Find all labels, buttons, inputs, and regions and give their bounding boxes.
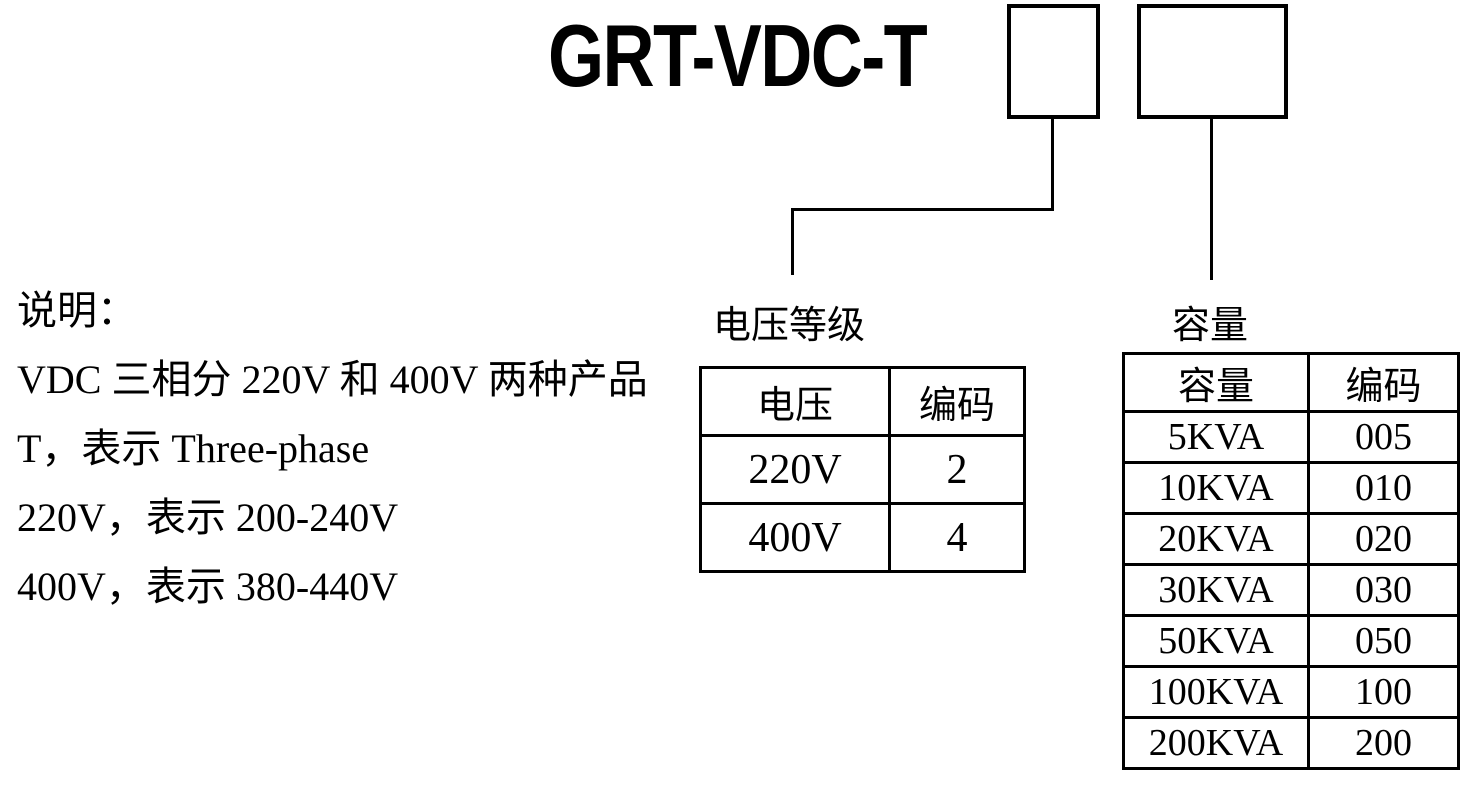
notes-line: 220V，表示 200-240V — [17, 495, 399, 540]
table-cell: 010 — [1307, 461, 1460, 515]
table-header-cell: 电压 — [699, 366, 891, 437]
table-cell: 4 — [888, 502, 1026, 573]
table-cell: 100KVA — [1122, 665, 1310, 719]
table-cell: 030 — [1307, 563, 1460, 617]
table-cell: 050 — [1307, 614, 1460, 668]
voltage-connector-horizontal — [791, 208, 1054, 211]
notes-block: 说明： VDC 三相分 220V 和 400V 两种产品 T，表示 Three-… — [17, 276, 648, 621]
capacity-code-box — [1137, 4, 1288, 119]
table-cell: 020 — [1307, 512, 1460, 566]
table-header-cell: 容量 — [1122, 352, 1310, 413]
table-cell: 50KVA — [1122, 614, 1310, 668]
notes-line: VDC 三相分 220V 和 400V 两种产品 — [17, 357, 648, 402]
notes-line: 400V，表示 380-440V — [17, 564, 399, 609]
table-cell: 100 — [1307, 665, 1460, 719]
table-header-row: 容量编码 — [1122, 352, 1460, 413]
voltage-connector-vertical-top — [1051, 119, 1054, 211]
table-cell: 2 — [888, 434, 1026, 505]
table-header-cell: 编码 — [888, 366, 1026, 437]
table-cell: 200KVA — [1122, 716, 1310, 770]
voltage-code-box — [1007, 4, 1100, 119]
table-cell: 20KVA — [1122, 512, 1310, 566]
notes-line: T，表示 Three-phase — [17, 426, 370, 471]
table-cell: 200 — [1307, 716, 1460, 770]
capacity-section-label: 容量 — [1172, 303, 1249, 347]
voltage-connector-vertical-bottom — [791, 208, 794, 275]
table-cell: 220V — [699, 434, 891, 505]
table-cell: 005 — [1307, 410, 1460, 464]
page-title: GRT-VDC-T — [548, 6, 928, 105]
voltage-section-label: 电压等级 — [713, 303, 866, 347]
table-cell: 400V — [699, 502, 891, 573]
capacity-connector-vertical — [1210, 119, 1213, 280]
notes-heading: 说明： — [17, 288, 137, 333]
table-cell: 10KVA — [1122, 461, 1310, 515]
table-cell: 30KVA — [1122, 563, 1310, 617]
table-cell: 5KVA — [1122, 410, 1310, 464]
table-header-cell: 编码 — [1307, 352, 1460, 413]
table-header-row: 电压编码 — [699, 366, 1026, 437]
